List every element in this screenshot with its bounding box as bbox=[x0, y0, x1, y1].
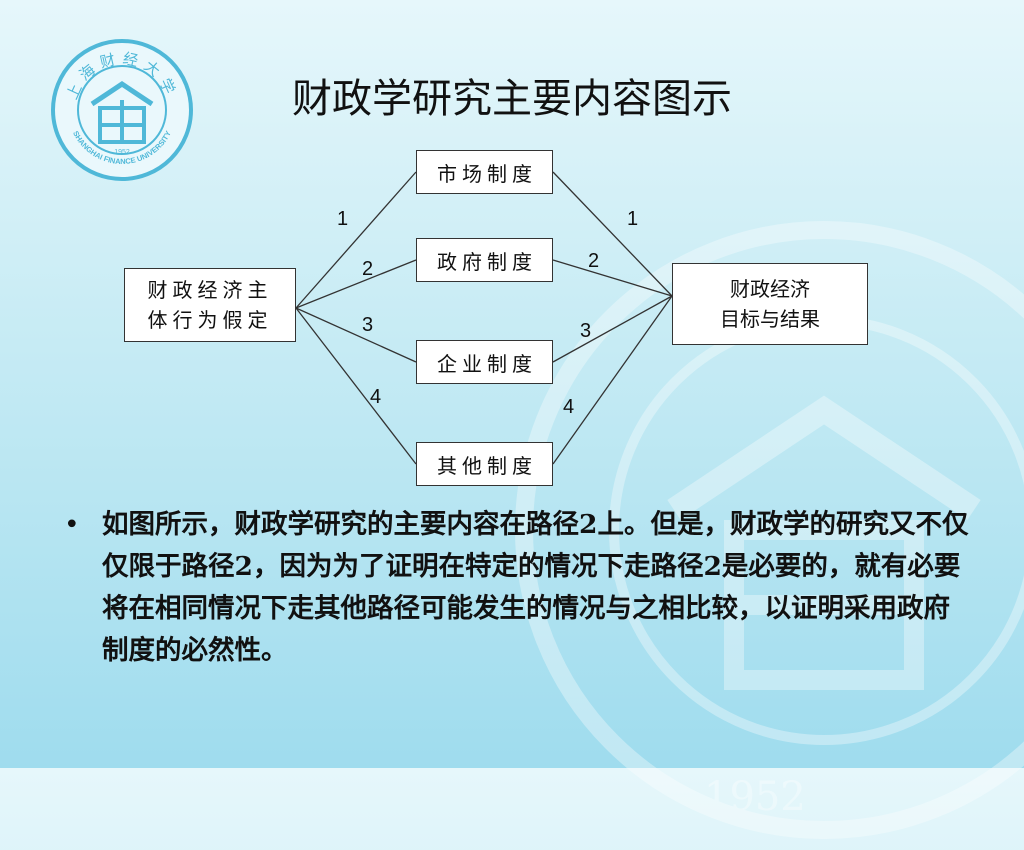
connector-right-4 bbox=[552, 295, 673, 465]
university-logo: 上海财经大学 SHANGHAI FINANCE UNIVERSITY 1952 bbox=[51, 39, 193, 181]
explanation-bullet: • 如图所示，财政学研究的主要内容在路径2上。但是，财政学的研究又不仅仅限于路径… bbox=[64, 504, 970, 672]
connector-left-4 bbox=[295, 307, 417, 465]
assumption-box-line-1: 财政经济主 bbox=[147, 278, 273, 302]
assumption-box: 财政经济主 体行为假定 bbox=[124, 268, 296, 342]
logo-year: 1952 bbox=[114, 149, 130, 156]
path-label-left-2: 2 bbox=[362, 258, 374, 280]
enterprise-institution-box: 企业制度 bbox=[416, 340, 553, 384]
connector-right-3 bbox=[552, 295, 673, 363]
other-institution-box: 其他制度 bbox=[416, 442, 553, 486]
bullet-marker: • bbox=[64, 509, 80, 540]
path-label-left-3: 3 bbox=[362, 314, 374, 336]
slide-title: 财政学研究主要内容图示 bbox=[292, 76, 732, 122]
path-label-right-3: 3 bbox=[580, 320, 592, 342]
connector-right-2 bbox=[552, 259, 673, 297]
connector-left-1 bbox=[295, 171, 417, 309]
connector-left-2 bbox=[295, 259, 417, 309]
outcome-box: 财政经济 目标与结果 bbox=[672, 263, 868, 345]
outcome-box-line-1: 财政经济 bbox=[730, 277, 810, 301]
market-institution-box: 市场制度 bbox=[416, 150, 553, 194]
path-label-right-2: 2 bbox=[588, 250, 600, 272]
background-seal-year: 1952 bbox=[704, 774, 806, 820]
path-label-right-1: 1 bbox=[627, 208, 639, 230]
path-label-left-1: 1 bbox=[337, 208, 349, 230]
connector-left-3 bbox=[295, 307, 417, 363]
path-label-left-4: 4 bbox=[370, 386, 382, 408]
diagram-connectors bbox=[295, 171, 673, 465]
outcome-box-line-2: 目标与结果 bbox=[720, 307, 820, 331]
path-label-right-4: 4 bbox=[563, 396, 575, 418]
assumption-box-line-2: 体行为假定 bbox=[147, 308, 273, 332]
explanation-text: 如图所示，财政学研究的主要内容在路径2上。但是，财政学的研究又不仅仅限于路径2，… bbox=[102, 509, 969, 666]
government-institution-box: 政府制度 bbox=[416, 238, 553, 282]
connector-right-1 bbox=[552, 171, 673, 297]
